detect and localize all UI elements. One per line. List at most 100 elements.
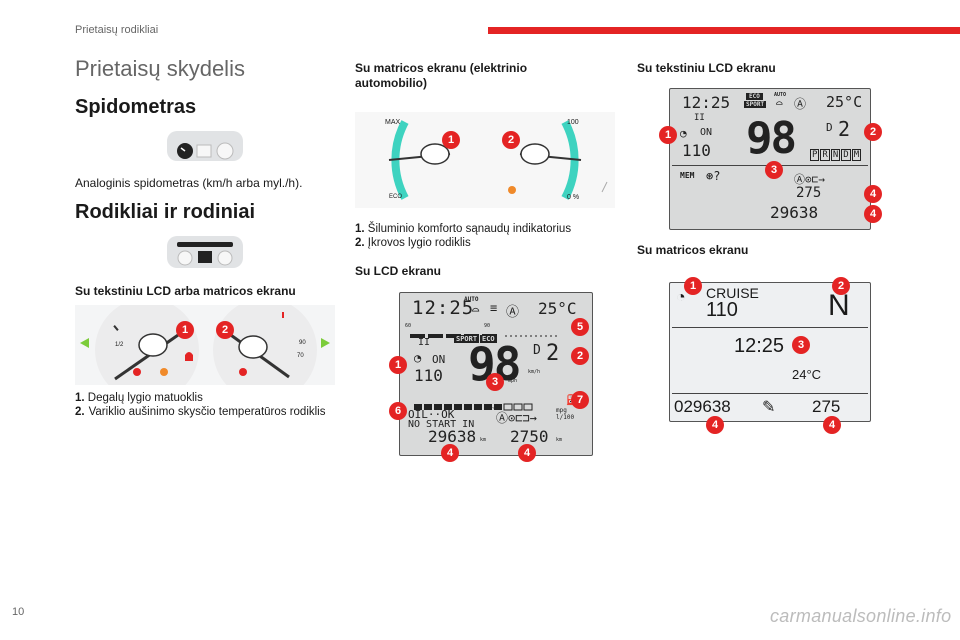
tlcd-auto-label: AUTO	[774, 92, 787, 98]
marker-2: 2	[832, 277, 850, 295]
marker-2: 2	[502, 131, 520, 149]
indicators-icon	[167, 236, 243, 268]
marker-7: 7	[571, 391, 589, 409]
matrix-ev-subheading: Su matricos ekranu (elektrinio automobil…	[355, 61, 528, 90]
tlcd-mem: MEM	[680, 171, 695, 180]
scale-60-label: 60	[405, 323, 412, 329]
tlcd-pause: II	[694, 113, 705, 123]
tlcd-range: 275	[796, 185, 822, 201]
list-item: 2.Variklio aušinimo skysčio temperatūros…	[75, 406, 326, 418]
gauge-70-label: 70	[297, 353, 304, 359]
text-lcd-matrix-subheading: Su tekstiniu LCD arba matricos ekranu	[75, 284, 296, 298]
header-accent-bar	[488, 27, 960, 34]
matrix-temperature: 24°C	[792, 367, 822, 382]
gear-d: D	[841, 149, 851, 161]
gauges-legend-list: 1. Degalų lygio matuoklis 2.Variklio auš…	[75, 391, 335, 419]
tlcd-auto-stop-icon: Ⓐ	[794, 97, 807, 111]
lcd-gear: D	[533, 343, 541, 358]
lcd-speed-unit-mph: mph	[508, 378, 518, 384]
marker-1: 1	[176, 321, 194, 339]
lcd-subheading: Su LCD ekranu	[355, 264, 442, 278]
matrix-cruise-label: CRUISE	[706, 285, 759, 301]
marker-4: 4	[518, 444, 536, 462]
marker-4: 4	[706, 416, 724, 434]
tlcd-time: 12:25	[682, 93, 731, 112]
marker-4: 4	[864, 205, 882, 223]
matrix-range: 275	[812, 397, 841, 416]
gear-m: M	[851, 149, 862, 161]
ev-gauges-image: MAX 100 ECO 0 %	[355, 112, 615, 208]
tlcd-sport-badge: SPORT	[744, 101, 767, 108]
lcd-speed-unit: km/h	[528, 369, 541, 375]
gauge-90-label: 90	[299, 340, 306, 346]
marker-1: 1	[389, 356, 407, 374]
auto-stop-icon: Ⓐ	[506, 305, 520, 320]
speedometer-heading: Spidometras	[75, 96, 197, 118]
tlcd-speed: 98	[746, 113, 797, 164]
tlcd-wiper-icon: ⌓	[776, 97, 783, 110]
gear-selector-row: P R N D M	[810, 149, 862, 161]
gear-p: P	[810, 149, 820, 161]
fuel-temp-gauges-image: 1/2 90 70	[75, 298, 335, 402]
gauge-half-label: 1/2	[115, 342, 124, 348]
cruise-icon: ◔	[414, 351, 422, 365]
lcd-pause: II	[418, 337, 431, 348]
marker-4: 4	[864, 185, 882, 203]
marker-2: 2	[864, 123, 882, 141]
ev-100-label: 100	[567, 119, 579, 126]
tlcd-gear: D	[826, 121, 833, 134]
tlcd-cruise-icon: ◔	[680, 127, 687, 140]
wrench-icon: ✎	[762, 399, 776, 416]
marker-5: 5	[571, 318, 589, 336]
marker-6: 6	[389, 402, 407, 420]
speedometer-icon	[167, 131, 243, 161]
sport-badge: SPORT	[454, 335, 480, 343]
tlcd-speed-set: 110	[682, 141, 711, 160]
text-lcd-subheading: Su tekstiniu LCD ekranu	[637, 61, 776, 75]
list-item: 2. Įkrovos lygio rodiklis	[355, 237, 471, 249]
lights-icon: ≡	[490, 301, 498, 315]
lcd-auto-label: AUTO	[464, 296, 479, 303]
lcd-range-unit: km	[556, 437, 563, 443]
matrix-divider-top	[672, 327, 868, 328]
matrix-screen-image: ◔ CRUISE 110 N 12:25 24°C 029638 ✎ 275	[669, 282, 871, 422]
wiper-icon: ⌓	[472, 303, 480, 317]
tlcd-gear-number: 2	[838, 117, 851, 141]
matrix-time: 12:25	[734, 335, 785, 357]
gear-r: R	[820, 149, 830, 161]
marker-3: 3	[486, 373, 504, 391]
matrix-divider-bottom	[672, 393, 868, 394]
marker-2: 2	[571, 347, 589, 365]
matrix-cruise-icon: ◔	[676, 289, 686, 306]
list-item: 1. Šiluminio komforto sąnaudų indikatori…	[355, 223, 572, 235]
gear-n: N	[830, 149, 841, 161]
eco-badge: ECO	[480, 335, 497, 343]
text-lcd-screen-image: 12:25 ECO SPORT AUTO ⌓ Ⓐ 25°C II ◔ ON 11…	[669, 88, 871, 230]
section-header: Prietaisų rodikliai	[75, 24, 159, 36]
ev-eco-label: ECO	[389, 194, 403, 200]
page-number: 10	[12, 606, 25, 618]
matrix-odometer: 029638	[674, 397, 731, 416]
ev-max-label: MAX	[385, 119, 401, 126]
marker-4: 4	[823, 416, 841, 434]
tlcd-temperature: 25°C	[826, 93, 863, 111]
marker-1: 1	[659, 126, 677, 144]
lcd-speed-set: 110	[414, 366, 443, 385]
tlcd-speed-limit-icon: ⊛?	[706, 169, 721, 183]
lcd-mpg: mpg	[556, 407, 567, 414]
scale-90-label: 90	[484, 323, 491, 329]
marker-1: 1	[442, 131, 460, 149]
lcd-odometer-unit: km	[480, 437, 487, 443]
marker-3: 3	[792, 336, 810, 354]
lcd-no-start: NO START IN	[408, 419, 475, 430]
service-icons: Ⓐ⊙⊏⊐→	[496, 411, 537, 425]
fuel-level-bar	[410, 396, 560, 411]
marker-3: 3	[765, 161, 783, 179]
watermark: carmanualsonline.info	[770, 606, 952, 626]
lcd-gear-number: 2	[546, 341, 560, 366]
indicators-heading: Rodikliai ir rodiniai	[75, 201, 256, 223]
tlcd-odometer: 29638	[770, 203, 819, 222]
speedometer-caption: Analoginis spidometras (km/h arba myl./h…	[75, 176, 303, 190]
lcd-odometer: 29638	[428, 427, 477, 446]
lcd-time: 12:25	[412, 297, 475, 319]
